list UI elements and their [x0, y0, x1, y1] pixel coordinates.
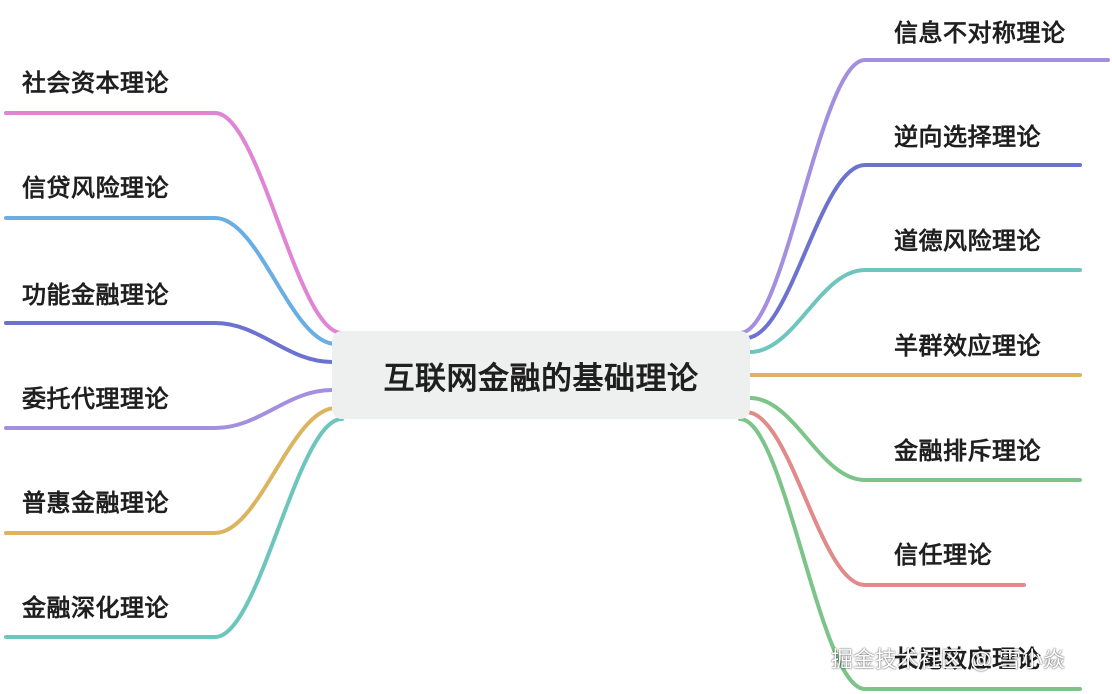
topic-principal-agent-theory[interactable]: 委托代理理论	[22, 385, 169, 413]
topic-information-asymmetry-theory[interactable]: 信息不对称理论	[894, 19, 1066, 47]
link-inclusive-finance	[4, 406, 338, 535]
topic-herd-effect-theory[interactable]: 羊群效应理论	[894, 332, 1041, 360]
topic-long-tail-theory[interactable]: 长尾效应理论	[894, 645, 1041, 673]
link-credit-risk	[4, 216, 338, 346]
topic-inclusive-finance-theory[interactable]: 普惠金融理论	[22, 489, 169, 517]
topic-financial-deepening-theory[interactable]: 金融深化理论	[22, 594, 169, 622]
topic-financial-exclusion-theory[interactable]: 金融排斥理论	[894, 437, 1041, 465]
link-trust	[744, 410, 1026, 587]
topic-moral-hazard-theory[interactable]: 道德风险理论	[894, 227, 1041, 255]
central-topic[interactable]: 互联网金融的基础理论	[332, 331, 750, 419]
topic-social-capital-theory[interactable]: 社会资本理论	[22, 69, 169, 97]
link-information-asymmetry	[738, 58, 1110, 335]
link-financial-deepening	[4, 417, 344, 639]
watermark: 掘金技术社区 @ 雪小焱	[831, 648, 1065, 673]
topic-functional-finance-theory[interactable]: 功能金融理论	[22, 281, 169, 309]
topic-adverse-selection-theory[interactable]: 逆向选择理论	[894, 123, 1041, 151]
link-long-tail	[738, 417, 1082, 691]
link-social-capital	[4, 111, 344, 335]
link-functional-finance	[4, 321, 334, 364]
link-principal-agent	[4, 388, 334, 430]
topic-trust-theory[interactable]: 信任理论	[894, 541, 992, 569]
topic-credit-risk-theory[interactable]: 信贷风险理论	[22, 174, 169, 202]
link-moral-hazard	[748, 268, 1082, 354]
link-financial-exclusion	[748, 396, 1082, 482]
link-adverse-selection	[744, 163, 1082, 340]
